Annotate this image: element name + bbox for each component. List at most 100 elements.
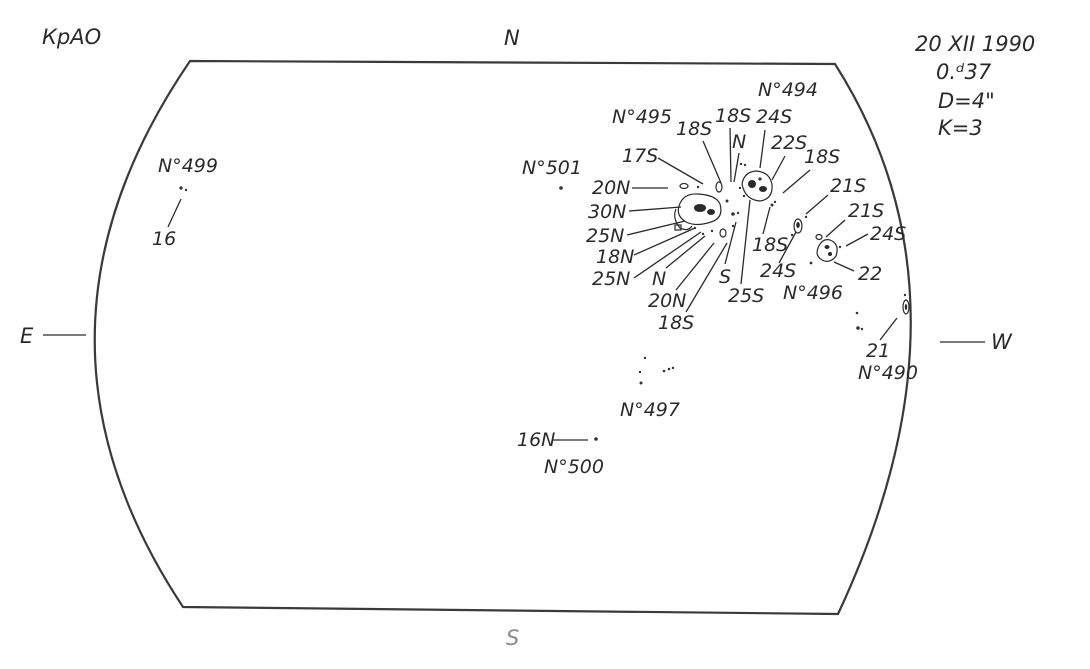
group-495-label-9: 18S (658, 312, 694, 334)
group-495-label-1: 17S (622, 145, 658, 167)
group-494-leader (771, 155, 786, 181)
group-499-spot (179, 186, 183, 190)
group-494-spot (736, 211, 740, 215)
group-497-spot (638, 370, 642, 374)
group-495-leader (628, 206, 682, 212)
group-495-spot (693, 226, 697, 230)
group-490-leader (879, 317, 898, 341)
group-494-spot (738, 186, 742, 190)
group-490-spot (860, 327, 864, 331)
group-495-penumbra (677, 193, 722, 226)
group-496-leader (833, 261, 855, 272)
group-495-spot (731, 212, 735, 216)
west-label: W (991, 330, 1013, 354)
group-496-spot (838, 245, 842, 249)
group-494-label-2: 24S (756, 106, 792, 128)
group-494-umbra (748, 180, 756, 188)
group-496-spot (790, 233, 794, 237)
group-490-number: N°490 (858, 362, 918, 384)
group-495-spot (701, 232, 705, 236)
group-499-leader (167, 198, 182, 228)
k-index-label: K=3 (938, 116, 983, 140)
group-494-label-8: 24S (760, 260, 796, 282)
group-496-label-2: 24S (870, 223, 906, 245)
group-494-spot (743, 163, 747, 167)
group-496-penumbra (793, 218, 803, 234)
group-494-leader (733, 152, 740, 183)
group-500-number: N°500 (544, 456, 604, 478)
group-495-label-6: 25N (592, 268, 630, 290)
group-497-spot (639, 381, 643, 385)
group-494-label-0: 18S (715, 105, 751, 127)
group-495-label-3: 30N (588, 201, 626, 223)
group-495-leader (633, 231, 702, 279)
group-497-spot (671, 366, 675, 370)
group-497-spot (662, 369, 666, 373)
group-494-leader (759, 129, 766, 169)
group-494-label-6: 25S (728, 285, 764, 307)
group-496-label-0: 21S (830, 175, 866, 197)
group-499-number: N°499 (158, 155, 218, 177)
group-494-spot (773, 200, 777, 204)
group-496-leader (805, 194, 829, 215)
group-494-spot (739, 162, 743, 166)
group-495-label-7: N (652, 268, 666, 290)
group-495-label-8: 20N (648, 290, 686, 312)
group-495-umbra (694, 204, 706, 212)
group-494-label-5: S (719, 266, 731, 288)
group-495-leader (626, 220, 686, 236)
group-490-spot (903, 293, 907, 297)
group-490-label-0: 21 (866, 340, 890, 362)
group-495-label-4: 25N (586, 225, 624, 247)
group-501-spot (559, 186, 563, 190)
group-495-leader (685, 242, 728, 313)
group-490-penumbra (902, 299, 910, 315)
group-495-umbra (707, 209, 715, 215)
group-495-spot (710, 229, 714, 233)
group-497-spot (643, 356, 647, 360)
group-495-leader (657, 157, 704, 185)
group-496-number: N°496 (783, 282, 843, 304)
group-496-label-3: 22 (858, 263, 882, 285)
group-496-label-1: 21S (848, 200, 884, 222)
group-494-number: N°494 (758, 79, 818, 101)
group-496-umbra (796, 222, 800, 228)
group-496-umbra (824, 245, 830, 249)
group-494-label-4: 18S (804, 146, 840, 168)
group-495-penumbra (674, 208, 693, 231)
south-label: S (506, 626, 519, 650)
group-495-label-0: 18S (676, 118, 712, 140)
group-495-spot (719, 228, 727, 238)
group-500-spot (594, 437, 598, 441)
group-494-spot (758, 177, 762, 181)
group-495-leader (665, 235, 706, 269)
group-494-leader (724, 221, 737, 265)
group-501-number: N°501 (522, 157, 582, 179)
group-495-spot (679, 182, 689, 190)
group-496-spot (815, 233, 823, 241)
observatory-label: КрАО (42, 25, 101, 49)
group-496-leader (845, 233, 869, 247)
group-494-leader (782, 169, 811, 194)
group-494-label-3: 22S (771, 132, 807, 154)
group-495-spot (696, 185, 700, 189)
group-494-spot (770, 203, 774, 207)
group-495-spot (731, 224, 735, 228)
group-494-penumbra (741, 170, 773, 202)
north-label: N (504, 26, 520, 50)
group-495-spot (674, 224, 682, 231)
group-494-spot (742, 194, 746, 198)
group-495-label-2: 20N (592, 177, 630, 199)
time-label: 0.ᵈ37 (936, 60, 992, 84)
group-499-spot (184, 188, 188, 192)
group-496-spot (804, 215, 808, 219)
group-494-leader (762, 206, 771, 235)
group-495-spot (725, 199, 729, 203)
group-495-leader (675, 242, 715, 291)
group-497-number: N°497 (620, 399, 680, 421)
group-494-leader (729, 127, 732, 183)
group-494-umbra (759, 186, 767, 192)
group-496-spot (809, 261, 813, 265)
group-494-label-1: N (732, 131, 746, 153)
